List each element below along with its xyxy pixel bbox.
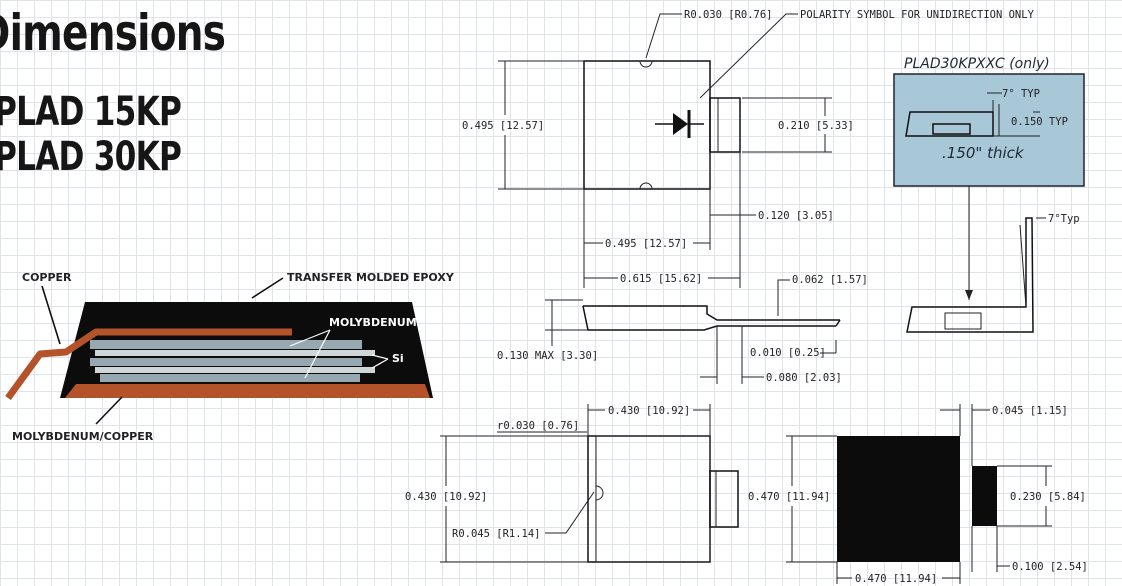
dim-br-tab-height: 0.230 [5.84] (1010, 491, 1086, 503)
dim-br-width: 0.470 [11.94] (855, 573, 937, 585)
dim-br-tab-length: 0.100 [2.54] (1012, 561, 1088, 573)
copper-lead (5, 328, 292, 401)
label-copper: COPPER (22, 271, 72, 284)
polarity-note: POLARITY SYMBOL FOR UNIDIRECTION ONLY (800, 9, 1035, 21)
moly-layer-2 (90, 358, 362, 366)
dim-max-height: 0.130 MAX [3.30] (497, 350, 598, 362)
dim-lead-length: 0.080 [2.03] (766, 372, 842, 384)
right-side-view: 7°Typ (906, 213, 1080, 333)
inset-plad30kpxxc: PLAD30KPXXC (only) 7° TYP 0.150 TYP .150… (893, 56, 1085, 300)
epoxy-leader (251, 277, 284, 299)
dim-bl-width: 0.430 [10.92] (608, 405, 690, 417)
bottom-copper (65, 384, 430, 398)
label-transfer-molded-epoxy: TRANSFER MOLDED EPOXY (287, 271, 455, 284)
bottom-left-body (587, 435, 711, 563)
dim-br-height: 0.470 [11.94] (748, 491, 830, 503)
inset-box (893, 73, 1085, 187)
dim-notch-radius: R0.045 [R1.14] (452, 528, 541, 540)
bottom-right-pad (837, 436, 960, 562)
dim-bl-height: 0.430 [10.92] (405, 491, 487, 503)
moly-layer-1 (90, 340, 362, 349)
dim-body-width: 0.495 [12.57] (605, 238, 687, 250)
top-view-body (583, 60, 711, 190)
inset-angle: 7° TYP (1002, 88, 1040, 100)
part-number-30kp: PLAD 30KP (0, 134, 182, 180)
si-layer-1 (95, 350, 375, 356)
polarity-diode-icon (655, 110, 704, 138)
side-view-bottom-edge (582, 305, 836, 331)
top-view: R0.030 [R0.76] POLARITY SYMBOL FOR UNIDI… (462, 9, 1035, 288)
inset-thickness-dim: 0.150 TYP (1011, 116, 1068, 128)
label-si: Si (392, 352, 404, 365)
side-view-top-edge (583, 305, 840, 321)
part-number-15kp: PLAD 15KP (0, 89, 182, 135)
label-molybdenum-copper: MOLYBDENUM/COPPER (12, 430, 154, 443)
si-layer-2 (95, 367, 375, 373)
bottom-right-tab (972, 466, 997, 526)
dim-tab-height: 0.210 [5.33] (778, 120, 854, 132)
copper-leader (41, 285, 61, 345)
bottom-right-view: 0.230 [5.84] 0.470 [11.94] 0.045 [1.15] … (748, 404, 1088, 585)
label-molybdenum: MOLYBDENUM (329, 316, 417, 329)
dim-body-height: 0.495 [12.57] (462, 120, 544, 132)
moly-layer-3 (100, 374, 360, 382)
inset-thickness-note: .150" thick (942, 144, 1025, 162)
notch (595, 485, 604, 501)
dim-tab-length: 0.120 [3.05] (758, 210, 834, 222)
right-side-view-body (906, 217, 1034, 333)
dim-lead-thickness: 0.062 [1.57] (792, 274, 868, 286)
dim-bl-radius: r0.030 [0.76] (497, 420, 579, 432)
dim-standoff: 0.010 [0.25] (750, 347, 826, 359)
top-view-tab (709, 97, 741, 153)
dim-br-tab-offset: 0.045 [1.15] (992, 405, 1068, 417)
bottom-left-view: 0.430 [10.92] r0.030 [0.76] 0.430 [10.92… (405, 404, 739, 563)
side-angle: 7°Typ (1048, 213, 1080, 225)
dim-overall-length: 0.615 [15.62] (620, 273, 702, 285)
cross-section-illustration: COPPER TRANSFER MOLDED EPOXY MOLYBDENUM … (5, 271, 455, 443)
side-view: 0.130 MAX [3.30] 0.062 [1.57] 0.010 [0.2… (497, 274, 868, 384)
dim-radius-note: R0.030 [R0.76] (684, 9, 773, 21)
page-title: Dimensions (0, 4, 226, 62)
inset-title: PLAD30KPXXC (only) (904, 56, 1050, 72)
